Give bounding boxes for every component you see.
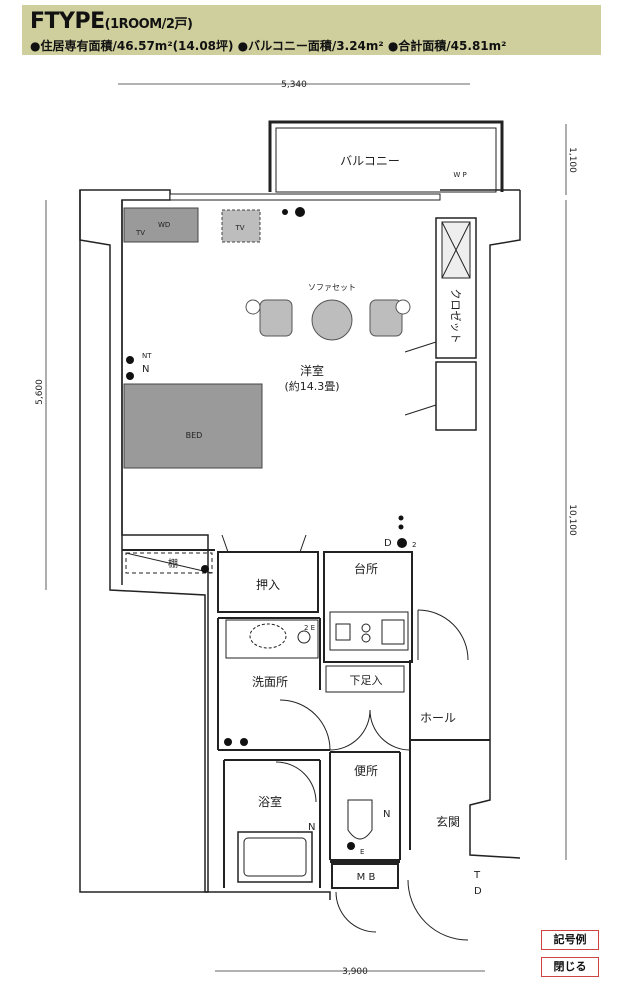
label-n-bath: N	[308, 822, 315, 833]
label-mb: M B	[357, 872, 376, 883]
label-balcony: バルコニー	[340, 154, 400, 168]
shelf	[125, 552, 213, 574]
dim-right: 10,100	[567, 504, 577, 536]
bathtub	[237, 831, 313, 883]
label-kitchen: 台所	[354, 561, 378, 576]
label-bed: BED	[186, 431, 203, 440]
dimension-lines	[45, 83, 567, 972]
outer-walls	[79, 189, 521, 900]
balcony-area	[268, 120, 504, 193]
shoe-box	[325, 665, 405, 693]
label-shelf: 棚	[168, 557, 178, 570]
label-wd: WD	[158, 221, 170, 229]
label-sofa-set: ソファセット	[308, 283, 356, 292]
legend-button[interactable]: 記号例	[541, 930, 599, 950]
label-shoe-box: 下足入	[350, 674, 383, 687]
fixture-dots	[126, 207, 407, 850]
label-e-toilet: E	[360, 848, 364, 856]
doors	[221, 534, 469, 941]
close-button[interactable]: 閉じる	[541, 957, 599, 977]
label-nt: NT	[142, 352, 152, 360]
header-bar: FTYPE(1ROOM/2戸) ●住居専有面積/46.57m²(14.08坪) …	[22, 5, 601, 55]
dim-balcony: 1,100	[567, 147, 577, 173]
label-toilet: 便所	[354, 764, 378, 778]
label-wp: W P	[453, 171, 466, 179]
label-tv-center: TV	[234, 224, 244, 232]
dim-bottom: 3,900	[342, 967, 368, 977]
label-tv-left: TV	[135, 229, 145, 237]
label-western: 洋室	[300, 363, 324, 378]
toilet	[347, 799, 373, 840]
sofa-set	[245, 299, 411, 341]
window-top	[169, 193, 441, 201]
furniture-top-left	[123, 207, 261, 243]
label-n-toilet: N	[383, 809, 390, 820]
plan-type-title: FTYPE(1ROOM/2戸)	[30, 9, 193, 34]
label-d-kitchen: D	[384, 538, 392, 549]
label-western-area: (約14.3畳)	[284, 379, 339, 393]
label-hall: ホール	[420, 711, 456, 725]
label-two-e: 2 E	[304, 624, 315, 632]
area-specs: ●住居専有面積/46.57m²(14.08坪) ●バルコニー面積/3.24m² …	[30, 39, 507, 53]
dim-top: 5,340	[281, 80, 307, 90]
kitchen-counter	[329, 611, 409, 651]
label-washroom: 洗面所	[252, 675, 288, 689]
label-n-western: N	[142, 364, 149, 375]
label-d-entrance: D	[474, 886, 482, 897]
label-closet: クロゼット	[449, 289, 462, 344]
interior-walls	[122, 549, 490, 889]
closet	[404, 217, 477, 431]
bed	[123, 383, 263, 469]
label-two-kitchen: 2	[412, 541, 416, 549]
label-t: T	[473, 870, 481, 881]
label-bath: 浴室	[258, 794, 282, 809]
wash-basin	[225, 619, 319, 659]
label-oshiire: 押入	[256, 578, 280, 592]
plan-type-subtitle: (1ROOM/2戸)	[104, 17, 193, 32]
dim-left: 5,600	[35, 379, 45, 405]
label-entrance: 玄関	[436, 814, 460, 829]
